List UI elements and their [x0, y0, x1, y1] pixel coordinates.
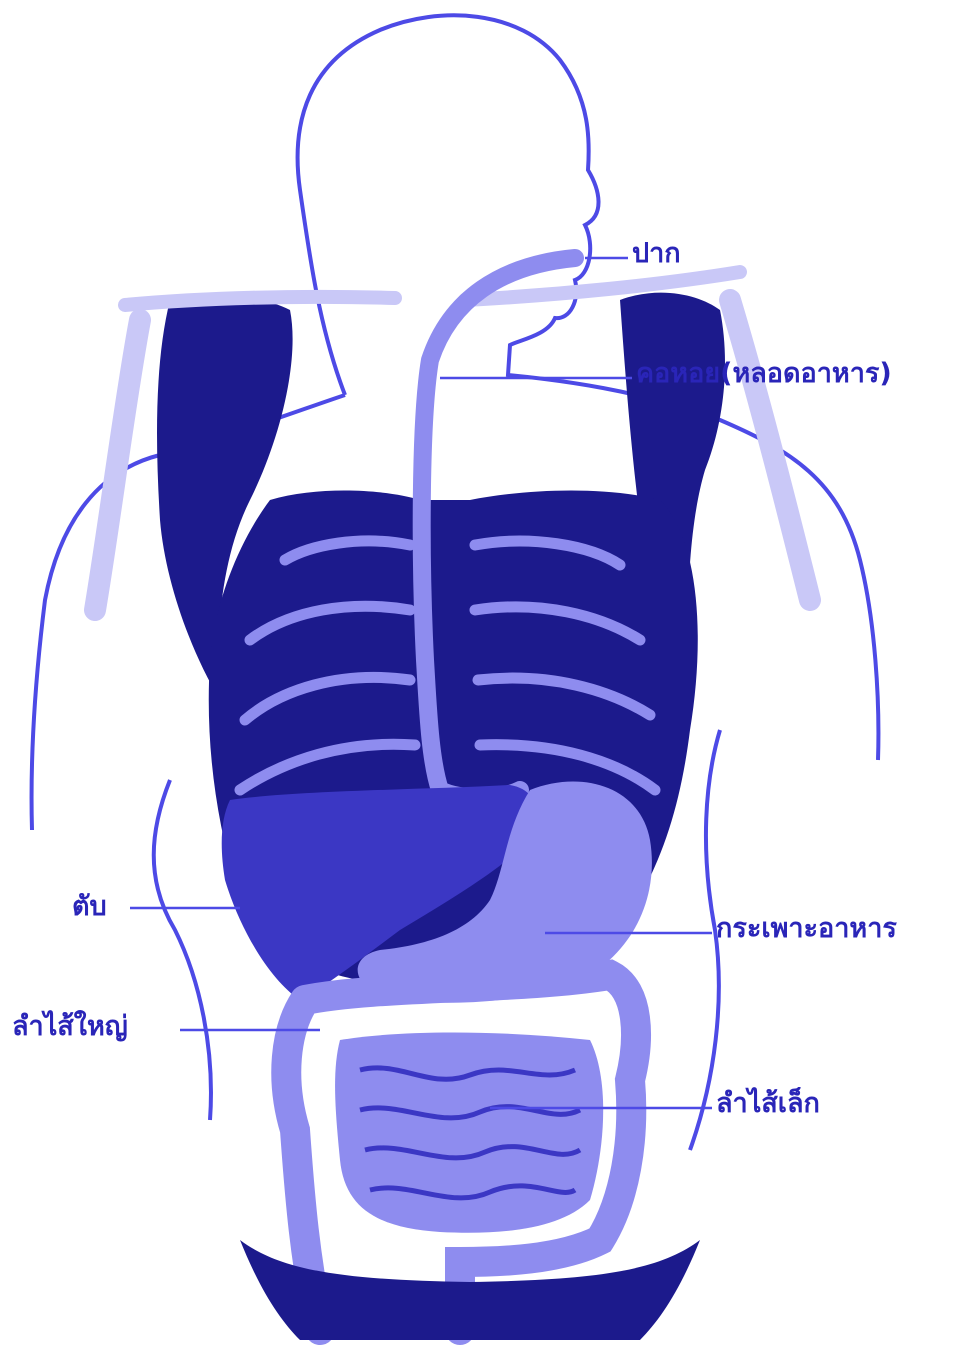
- label-mouth: ปาก: [632, 240, 681, 267]
- label-large-intestine: ลำไส้ใหญ่: [12, 1013, 128, 1040]
- right-upper-arm-bone: [730, 300, 810, 600]
- left-collarbone: [125, 297, 395, 305]
- label-stomach: กระเพาะอาหาร: [716, 915, 897, 942]
- label-small-intestine: ลำไส้เล็ก: [716, 1090, 820, 1117]
- label-esophagus: คอหอย(หลอดอาหาร): [636, 360, 892, 387]
- label-liver: ตับ: [72, 893, 107, 920]
- small-intestine: [335, 1033, 603, 1233]
- waist-outline-left: [154, 780, 211, 1120]
